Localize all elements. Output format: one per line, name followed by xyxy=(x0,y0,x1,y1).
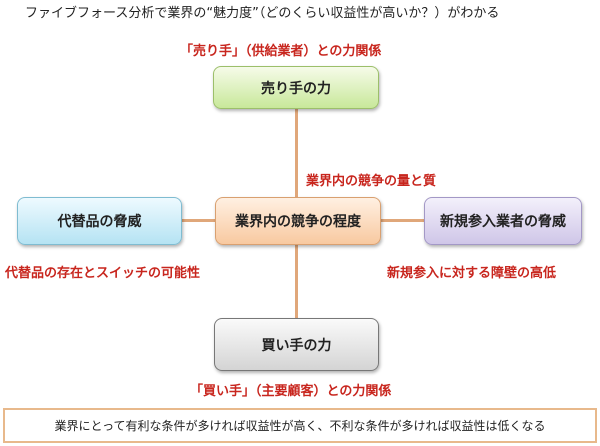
supplier-note: 「売り手」（供給業者）との力関係 xyxy=(180,44,382,59)
diagram-title: ファイブフォース分析で業界の“魅力度”（どのくらい収益性が高いか？）がわかる xyxy=(25,6,500,21)
new-entrant-note: 新規参入に対する障壁の高低 xyxy=(387,266,557,281)
conclusion-box: 業界にとって有利な条件が多ければ収益性が高く、不利な条件が多ければ収益性は低くな… xyxy=(3,408,597,443)
supplier-power-box: 売り手の力 xyxy=(213,66,379,109)
connector-right xyxy=(380,219,425,222)
rivalry-note: 業界内の競争の量と質 xyxy=(306,174,437,189)
new-entrant-threat-box: 新規参入業者の脅威 xyxy=(424,197,582,245)
connector-left xyxy=(181,219,216,222)
buyer-power-box: 買い手の力 xyxy=(214,318,379,371)
substitute-note: 代替品の存在とスイッチの可能性 xyxy=(5,266,201,281)
industry-rivalry-box: 業界内の競争の程度 xyxy=(215,197,381,245)
buyer-note: 「買い手」（主要顧客）との力関係 xyxy=(190,384,392,399)
substitute-threat-box: 代替品の脅威 xyxy=(17,197,182,245)
